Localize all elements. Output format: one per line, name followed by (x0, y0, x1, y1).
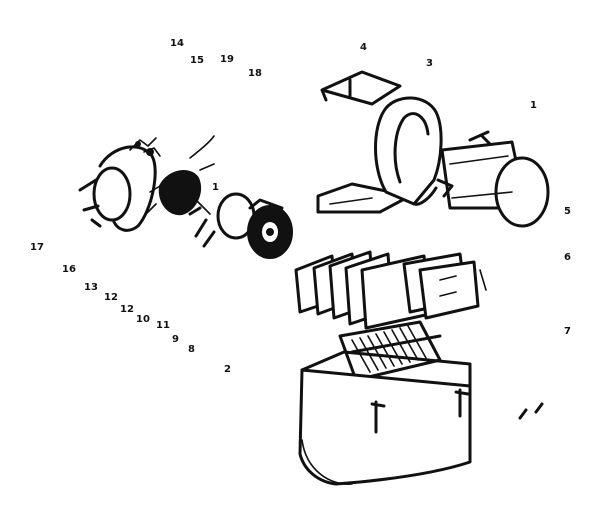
blower-base-plate (316, 182, 412, 214)
wire-ring (92, 166, 132, 222)
callout-5: 5 (564, 206, 571, 217)
callout-7: 7 (564, 326, 571, 337)
firebox (298, 350, 544, 486)
mounting-bracket (320, 70, 402, 106)
callout-15: 15 (190, 55, 204, 66)
callout-labels: 14 15 19 18 4 3 1 1 5 17 16 6 13 12 12 1… (30, 38, 571, 375)
callout-12-b: 12 (120, 304, 134, 315)
heat-exchanger-plates (294, 250, 487, 330)
callout-6: 6 (564, 252, 571, 263)
callout-16: 16 (62, 264, 76, 275)
callout-17: 17 (30, 242, 44, 253)
callout-8: 8 (188, 344, 195, 355)
firebox-body (298, 368, 472, 486)
callout-3: 3 (426, 58, 433, 69)
callout-2: 2 (224, 364, 231, 375)
callout-9: 9 (172, 334, 179, 345)
burner-grate (338, 320, 442, 382)
callout-18: 18 (248, 68, 262, 79)
callout-4: 4 (360, 42, 367, 53)
impeller (158, 170, 201, 216)
callout-11: 11 (156, 320, 170, 331)
motor-end-cap (494, 156, 550, 228)
burner-wheel-assembly (78, 135, 293, 259)
fan-housing (98, 145, 157, 232)
callout-19: 19 (220, 54, 234, 65)
callout-1: 1 (530, 100, 537, 111)
callout-13: 13 (84, 282, 98, 293)
end-plate (418, 260, 480, 320)
callout-10: 10 (136, 314, 150, 325)
blower-assembly (316, 70, 550, 228)
callout-14: 14 (170, 38, 184, 49)
callout-1-burner: 1 (212, 182, 219, 193)
callout-12: 12 (104, 292, 118, 303)
